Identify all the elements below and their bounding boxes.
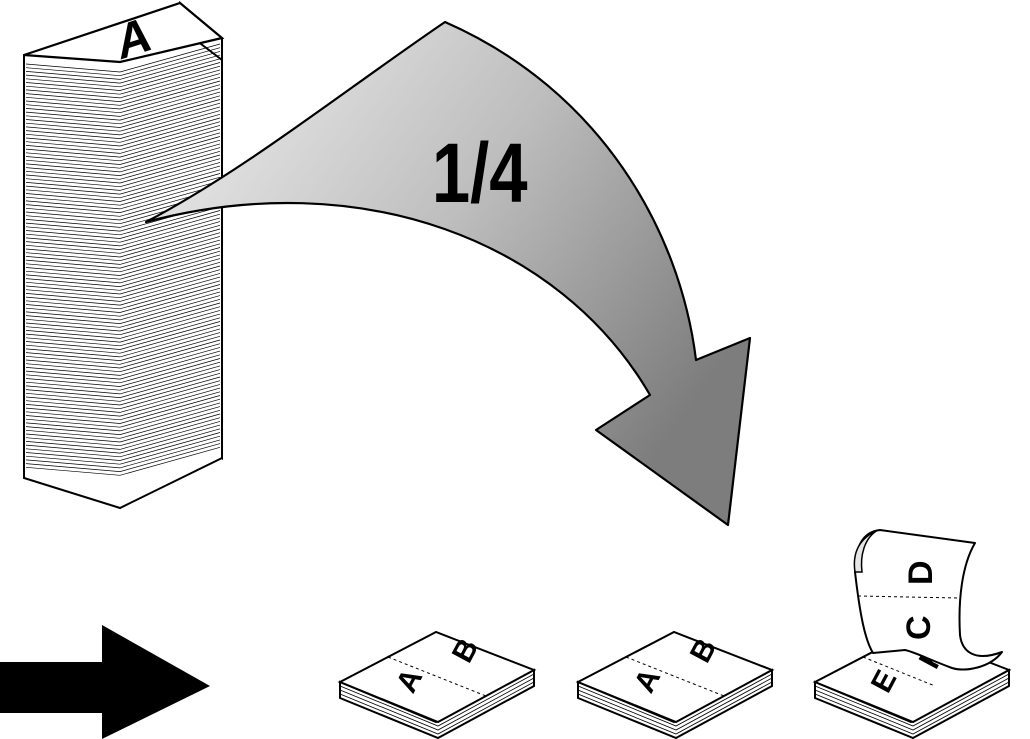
fraction-label: 1/4 [432,127,528,221]
curved-split-arrow: 1/4 [146,22,750,525]
lifted-page: C D [854,530,1002,669]
right-arrow-icon [0,625,210,739]
output-stack-2: A B [578,632,772,738]
lifted-page-letter-d: D [902,560,940,585]
lifted-page-letter-c: C [900,615,938,640]
source-paper-stack: A [24,3,222,508]
output-stack-1: A B [340,632,534,738]
